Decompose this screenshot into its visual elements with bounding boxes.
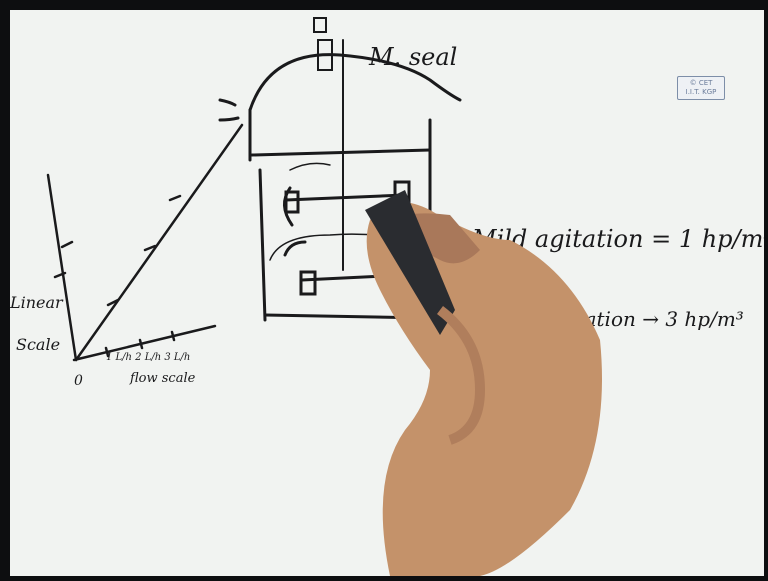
watermark-line-2: I.I.T. KGP <box>678 88 724 97</box>
cet-watermark: © CET I.I.T. KGP <box>677 76 725 100</box>
y-axis-label-linear: Linear <box>10 293 64 312</box>
axis-origin: 0 <box>74 373 83 389</box>
y-axis-label-scale: Scale <box>16 335 60 354</box>
linear-scale-graph <box>48 125 242 360</box>
whiteboard-drawing: M. seal Mild agitation = 1 hp/m³ ... agi… <box>10 10 764 576</box>
watermark-line-1: © CET <box>678 79 724 88</box>
axis-ticks: 1 L/h 2 L/h 3 L/h <box>106 352 190 363</box>
seal-label: M. seal <box>368 43 457 71</box>
lecture-frame: M. seal Mild agitation = 1 hp/m³ ... agi… <box>10 10 764 576</box>
x-axis-label: flow scale <box>129 371 196 386</box>
